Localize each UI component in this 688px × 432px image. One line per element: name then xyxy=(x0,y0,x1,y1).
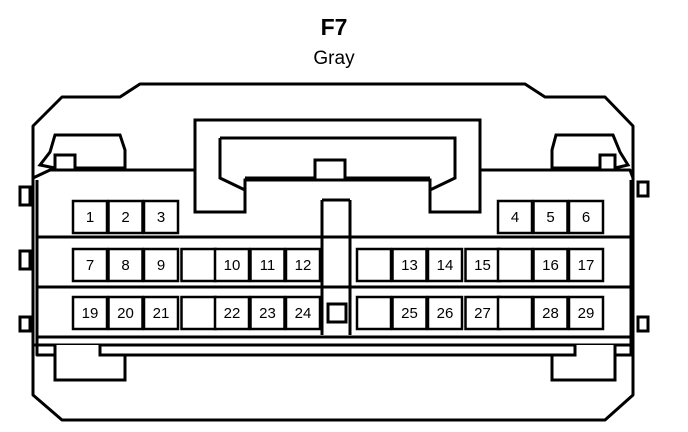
pin-cavity: 26 xyxy=(426,295,464,331)
pin-label: 1 xyxy=(86,209,94,226)
pin-cavity: 15 xyxy=(464,247,501,283)
pin-cavity: 19 xyxy=(71,295,109,331)
pin-label: 8 xyxy=(121,257,129,274)
pin-label: 11 xyxy=(260,257,276,274)
pin-cavity: 20 xyxy=(107,295,144,331)
pin-cavity: 1 xyxy=(71,199,109,235)
pin-label: 12 xyxy=(295,257,312,274)
pin-label: 4 xyxy=(511,209,519,226)
pin-label: 14 xyxy=(437,257,454,274)
pin-cavity: 28 xyxy=(532,295,569,331)
pin-cavity xyxy=(496,295,534,331)
pin-cavity: 2 xyxy=(107,199,144,235)
center-keyway xyxy=(320,198,352,335)
pin-label: 13 xyxy=(401,257,418,274)
pin-label: 3 xyxy=(157,209,165,226)
pin-label: 7 xyxy=(86,257,94,274)
pin-cavity: 6 xyxy=(567,199,605,235)
pin-cavity: 17 xyxy=(567,247,605,283)
pin-label: 10 xyxy=(224,257,241,274)
pin-label: 25 xyxy=(401,305,418,322)
pin-cavity: 23 xyxy=(249,295,286,331)
pin-label: 24 xyxy=(295,305,312,322)
pin-label: 9 xyxy=(157,257,165,274)
pin-label: 22 xyxy=(224,305,241,322)
pin-label: 6 xyxy=(582,209,590,226)
top-latch xyxy=(193,118,482,214)
pin-cavity xyxy=(496,247,534,283)
pin-label: 28 xyxy=(542,305,559,322)
pin-cavity xyxy=(355,247,393,283)
pin-cavity: 14 xyxy=(426,247,464,283)
side-tabs xyxy=(18,180,650,333)
pin-label: 17 xyxy=(578,257,595,274)
pin-label: 16 xyxy=(542,257,559,274)
pin-cavity: 16 xyxy=(532,247,569,283)
connector-name: F7 xyxy=(321,14,348,40)
pin-cavity: 10 xyxy=(213,247,251,283)
pin-label: 23 xyxy=(259,305,276,322)
pin-cavity: 8 xyxy=(107,247,144,283)
pin-cavity: 24 xyxy=(284,295,322,331)
connector-housing xyxy=(31,82,635,422)
pin-label: 27 xyxy=(474,305,491,322)
pin-cavity: 12 xyxy=(284,247,322,283)
pin-cavity: 4 xyxy=(496,199,534,235)
pin-label: 26 xyxy=(437,305,454,322)
pin-cavity: 13 xyxy=(391,247,428,283)
connector-color: Gray xyxy=(313,48,355,69)
pin-cavity: 3 xyxy=(142,199,180,235)
pin-label: 29 xyxy=(578,305,595,322)
pin-cavity: 27 xyxy=(464,295,501,331)
pin-cavity: 21 xyxy=(142,295,180,331)
pin-cavity: 25 xyxy=(391,295,428,331)
pin-cavity: 22 xyxy=(213,295,251,331)
pin-cavity xyxy=(180,247,217,283)
pin-label: 21 xyxy=(153,305,170,322)
pin-cavity: 29 xyxy=(567,295,605,331)
pin-label: 20 xyxy=(117,305,134,322)
pin-cavity: 5 xyxy=(532,199,569,235)
pin-cavity xyxy=(180,295,217,331)
pin-label: 19 xyxy=(82,305,99,322)
pin-cavity xyxy=(355,295,393,331)
pin-cavity: 11 xyxy=(249,247,286,283)
pin-label: 15 xyxy=(474,257,491,274)
pin-label: 5 xyxy=(546,209,554,226)
pin-cavity: 9 xyxy=(142,247,180,283)
corner-guides xyxy=(37,133,631,382)
pin-cavity: 7 xyxy=(71,247,109,283)
pin-label: 2 xyxy=(121,209,129,226)
